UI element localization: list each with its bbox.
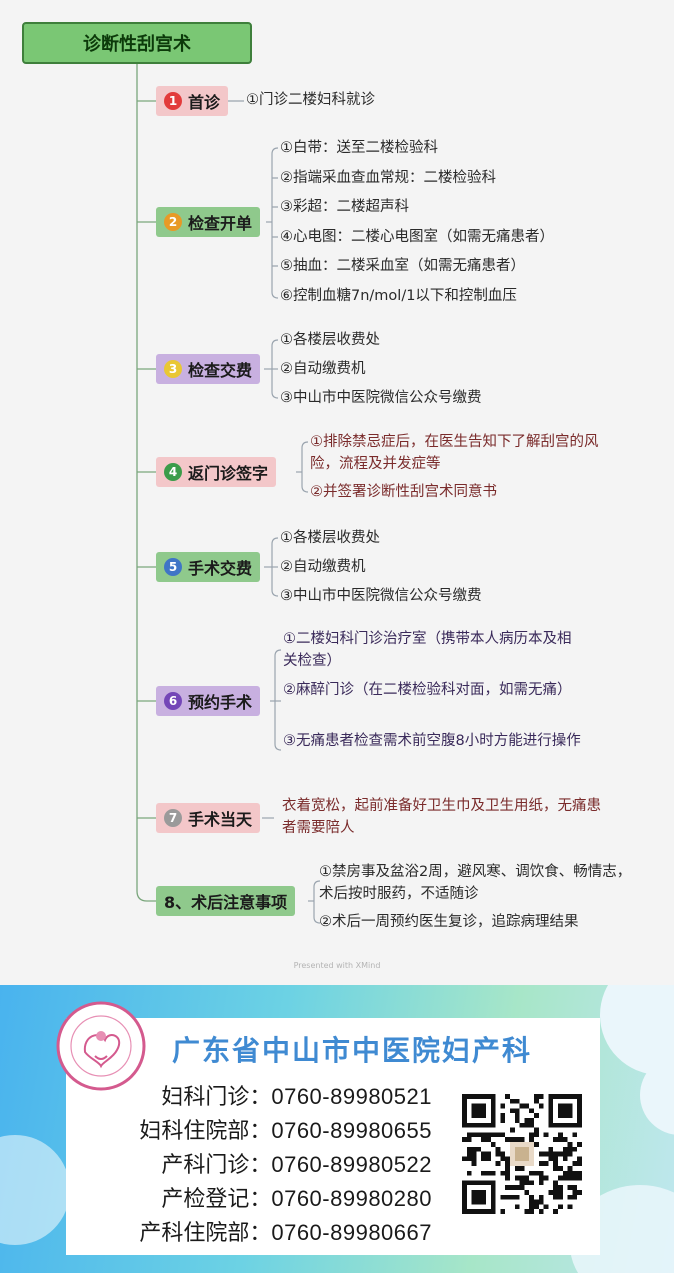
contact-label: 妇科门诊：: [161, 1085, 272, 1110]
step-7-surgery-day: 7 手术当天: [156, 803, 261, 833]
step-1-item-1: ①门诊二楼妇科就诊: [246, 92, 375, 108]
step-5-item-2: ②自动缴费机: [280, 559, 366, 575]
contact-ob-ward: 产科住院部：0760-89980667: [139, 1215, 432, 1247]
xmind-watermark: Presented with XMind: [293, 961, 381, 970]
step-4-sign-consent: 4 返门诊签字: [156, 457, 277, 487]
step-3-title: 检查交费: [188, 361, 253, 380]
step-7-title: 手术当天: [188, 810, 253, 829]
hospital-logo-icon: [56, 1001, 146, 1091]
qr-code-icon[interactable]: [462, 1094, 582, 1214]
step-3-item-2: ②自动缴费机: [280, 361, 366, 377]
root-topic: 诊断性刮宫术: [22, 22, 252, 64]
step-8-postop-notes: 8、术后注意事项: [156, 886, 296, 916]
step-2-title: 检查开单: [188, 214, 253, 233]
number-4-badge: 4: [164, 463, 182, 481]
contact-gyn-clinic: 妇科门诊：0760-89980521: [161, 1079, 432, 1111]
step-6-title: 预约手术: [188, 693, 253, 712]
step-4-title: 返门诊签字: [188, 464, 269, 483]
step-6-item-1: ①二楼妇科门诊治疗室（携带本人病历本及相关检查）: [283, 631, 572, 669]
step-2-item-2: ②指端采血查血常规：二楼检验科: [280, 170, 496, 186]
mindmap: 诊断性刮宫术 1 首诊 ①门诊二楼妇科就诊 2 检查开单 ①白带：送至二楼检验科…: [22, 22, 632, 970]
number-2-badge: 2: [164, 213, 182, 231]
phone-number: 0760-89980522: [271, 1152, 432, 1177]
step-4-item-2: ②并签署诊断性刮宫术同意书: [310, 484, 497, 500]
step-2-item-4: ④心电图：二楼心电图室（如需无痛患者）: [280, 229, 554, 245]
number-5-badge: 5: [164, 558, 182, 576]
step-2-item-1: ①白带：送至二楼检验科: [280, 140, 438, 156]
step-4-item-1: ①排除禁忌症后，在医生告知下了解刮宫的风险，流程及并发症等: [310, 434, 599, 472]
number-7-badge: 7: [164, 809, 182, 827]
phone-number: 0760-89980521: [271, 1084, 432, 1109]
contact-gyn-ward: 妇科住院部：0760-89980655: [139, 1113, 432, 1145]
phone-number: 0760-89980655: [271, 1118, 432, 1143]
step-5-surgery-payment: 5 手术交费: [156, 552, 261, 582]
step-3-exam-payment: 3 检查交费: [156, 354, 261, 384]
number-1-badge: 1: [164, 92, 182, 110]
contact-label: 产科门诊：: [161, 1153, 272, 1178]
step-2-exam-order: 2 检查开单: [156, 207, 261, 237]
hospital-name: 广东省中山市中医院妇产科: [172, 1034, 533, 1067]
contact-label: 产科住院部：: [139, 1221, 272, 1246]
step-2-item-6: ⑥控制血糖7n/mol/1以下和控制血压: [280, 288, 517, 304]
step-3-item-1: ①各楼层收费处: [280, 332, 380, 348]
step-7-item-1: 衣着宽松，起前准备好卫生巾及卫生用纸，无痛患者需要陪人: [282, 798, 601, 836]
contact-prenatal-registration: 产检登记：0760-89980280: [161, 1181, 432, 1213]
step-6-book-surgery: 6 预约手术: [156, 686, 261, 716]
contact-label: 产检登记：: [161, 1187, 272, 1212]
step-1-first-visit: 1 首诊: [156, 86, 229, 116]
step-2-item-5: ⑤抽血：二楼采血室（如需无痛患者）: [280, 258, 525, 274]
step-8-title: 8、术后注意事项: [164, 893, 288, 912]
phone-number: 0760-89980280: [271, 1186, 432, 1211]
step-8-item-1: ①禁房事及盆浴2周，避风寒、调饮食、畅情志，术后按时服药，不适随诊: [319, 864, 632, 902]
step-5-title: 手术交费: [188, 559, 253, 578]
step-8-item-2: ②术后一周预约医生复诊，追踪病理结果: [319, 914, 579, 930]
step-5-item-1: ①各楼层收费处: [280, 530, 380, 546]
contact-ob-clinic: 产科门诊：0760-89980522: [161, 1147, 432, 1179]
phone-number: 0760-89980667: [271, 1220, 432, 1245]
contact-label: 妇科住院部：: [139, 1119, 272, 1144]
step-6-item-3: ③无痛患者检查需术前空腹8小时方能进行操作: [283, 733, 581, 749]
step-2-item-3: ③彩超：二楼超声科: [280, 199, 409, 215]
step-6-item-2: ②麻醉门诊（在二楼检验科对面，如需无痛）: [283, 682, 572, 698]
connector-lines: [136, 64, 321, 924]
number-3-badge: 3: [164, 360, 182, 378]
number-6-badge: 6: [164, 692, 182, 710]
step-1-title: 首诊: [188, 93, 221, 112]
step-3-item-3: ③中山市中医院微信公众号缴费: [280, 390, 482, 406]
cloud-decoration: [0, 1135, 70, 1245]
step-5-item-3: ③中山市中医院微信公众号缴费: [280, 588, 482, 604]
